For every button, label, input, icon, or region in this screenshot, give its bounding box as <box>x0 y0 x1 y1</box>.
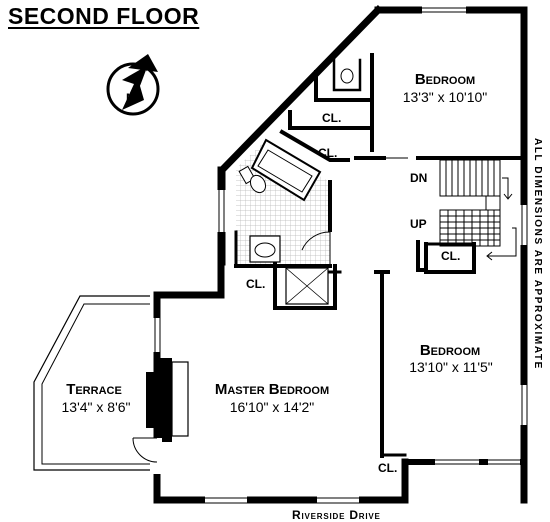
plan-title: SECOND FLOOR <box>8 3 200 29</box>
bedroom-top-name: Bedroom <box>414 71 476 88</box>
bedroom-right-name: Bedroom <box>419 342 481 359</box>
fireplace <box>146 358 189 442</box>
terrace-dims: 13'4" x 8'6" <box>61 399 131 415</box>
bathroom-fixtures <box>238 68 354 305</box>
north-arrow-icon <box>106 54 160 116</box>
bedroom-right-dims: 13'10" x 11'5" <box>409 359 493 375</box>
stairs-down-label: DN <box>410 171 428 185</box>
interior-walls <box>234 53 526 458</box>
terrace-door <box>132 437 162 474</box>
closet-label: CL. <box>441 249 461 263</box>
compass-label: N <box>126 91 135 105</box>
dimensions-note: ALL DIMENSIONS ARE APPROXIMATE <box>532 138 543 370</box>
stairs <box>439 159 517 261</box>
master-bedroom-dims: 16'10" x 14'2" <box>229 399 315 415</box>
closet-label: CL. <box>322 111 342 125</box>
stairs-up-label: UP <box>410 217 427 231</box>
door-swings <box>301 157 408 264</box>
terrace-outline <box>33 295 150 471</box>
closet-label: CL. <box>378 461 398 475</box>
master-bedroom-name: Master Bedroom <box>214 381 330 398</box>
closet-label: CL. <box>318 146 338 160</box>
street-label: Riverside Drive <box>292 508 381 522</box>
closet-label: CL. <box>246 277 266 291</box>
terrace-name: Terrace <box>66 381 122 398</box>
windows <box>153 6 529 505</box>
bedroom-top-dims: 13'3" x 10'10" <box>402 89 488 105</box>
